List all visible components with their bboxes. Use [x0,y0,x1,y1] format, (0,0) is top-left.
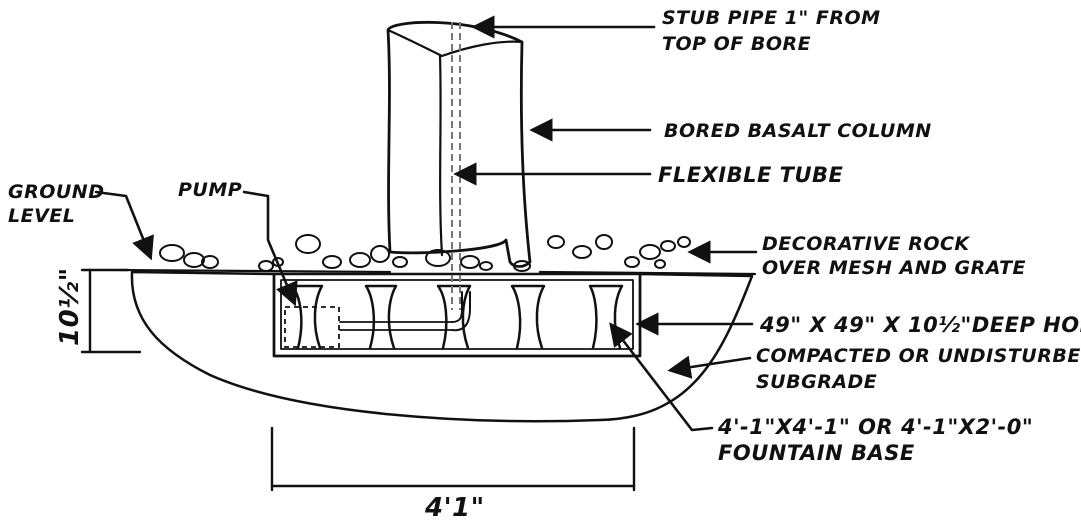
decorative-rock-label-2: OVER MESH AND GRATE [762,257,1026,279]
depth-dimension-label: 10½" [55,267,85,346]
fountain-base-inner [280,279,634,350]
pump-shape [284,306,340,348]
pump-label: PUMP [178,179,242,201]
subgrade-label-2: SUBGRADE [756,371,877,393]
decorative-rocks [159,234,691,272]
grate-fins [290,284,624,350]
bored-column-label: BORED BASALT COLUMN [664,120,932,142]
fountain-base-label-1: 4'-1"X4'-1" OR 4'-1"X2'-0" [717,415,1033,439]
width-dimension-label: 4'1" [424,493,485,522]
ground-level-label-2: LEVEL [8,205,75,227]
pump-pipe [339,321,453,331]
decorative-rock-label-1: DECORATIVE ROCK [762,233,970,255]
column-face-edge [438,54,444,257]
basalt-column [386,20,532,268]
flexible-tube-label: FLEXIBLE TUBE [658,163,844,187]
ground-level-label-1: GROUND [8,181,104,203]
ground-line [118,268,757,276]
stub-pipe-label-1: STUB PIPE 1" FROM [662,7,881,29]
stub-pipe-label-2: TOP OF BORE [662,33,811,55]
column-top-edge [386,28,524,58]
pipe-elbow [451,291,471,332]
depth-dimension [80,268,142,354]
leader-lines [94,15,758,432]
fountain-base-label-2: FOUNTAIN BASE [718,441,915,465]
subgrade-label-1: COMPACTED OR UNDISTURBED [756,345,1081,367]
width-dimension [270,426,636,492]
hole-label: 49" X 49" X 10½"DEEP HOLE [759,313,1081,337]
subgrade-soil [130,270,754,423]
